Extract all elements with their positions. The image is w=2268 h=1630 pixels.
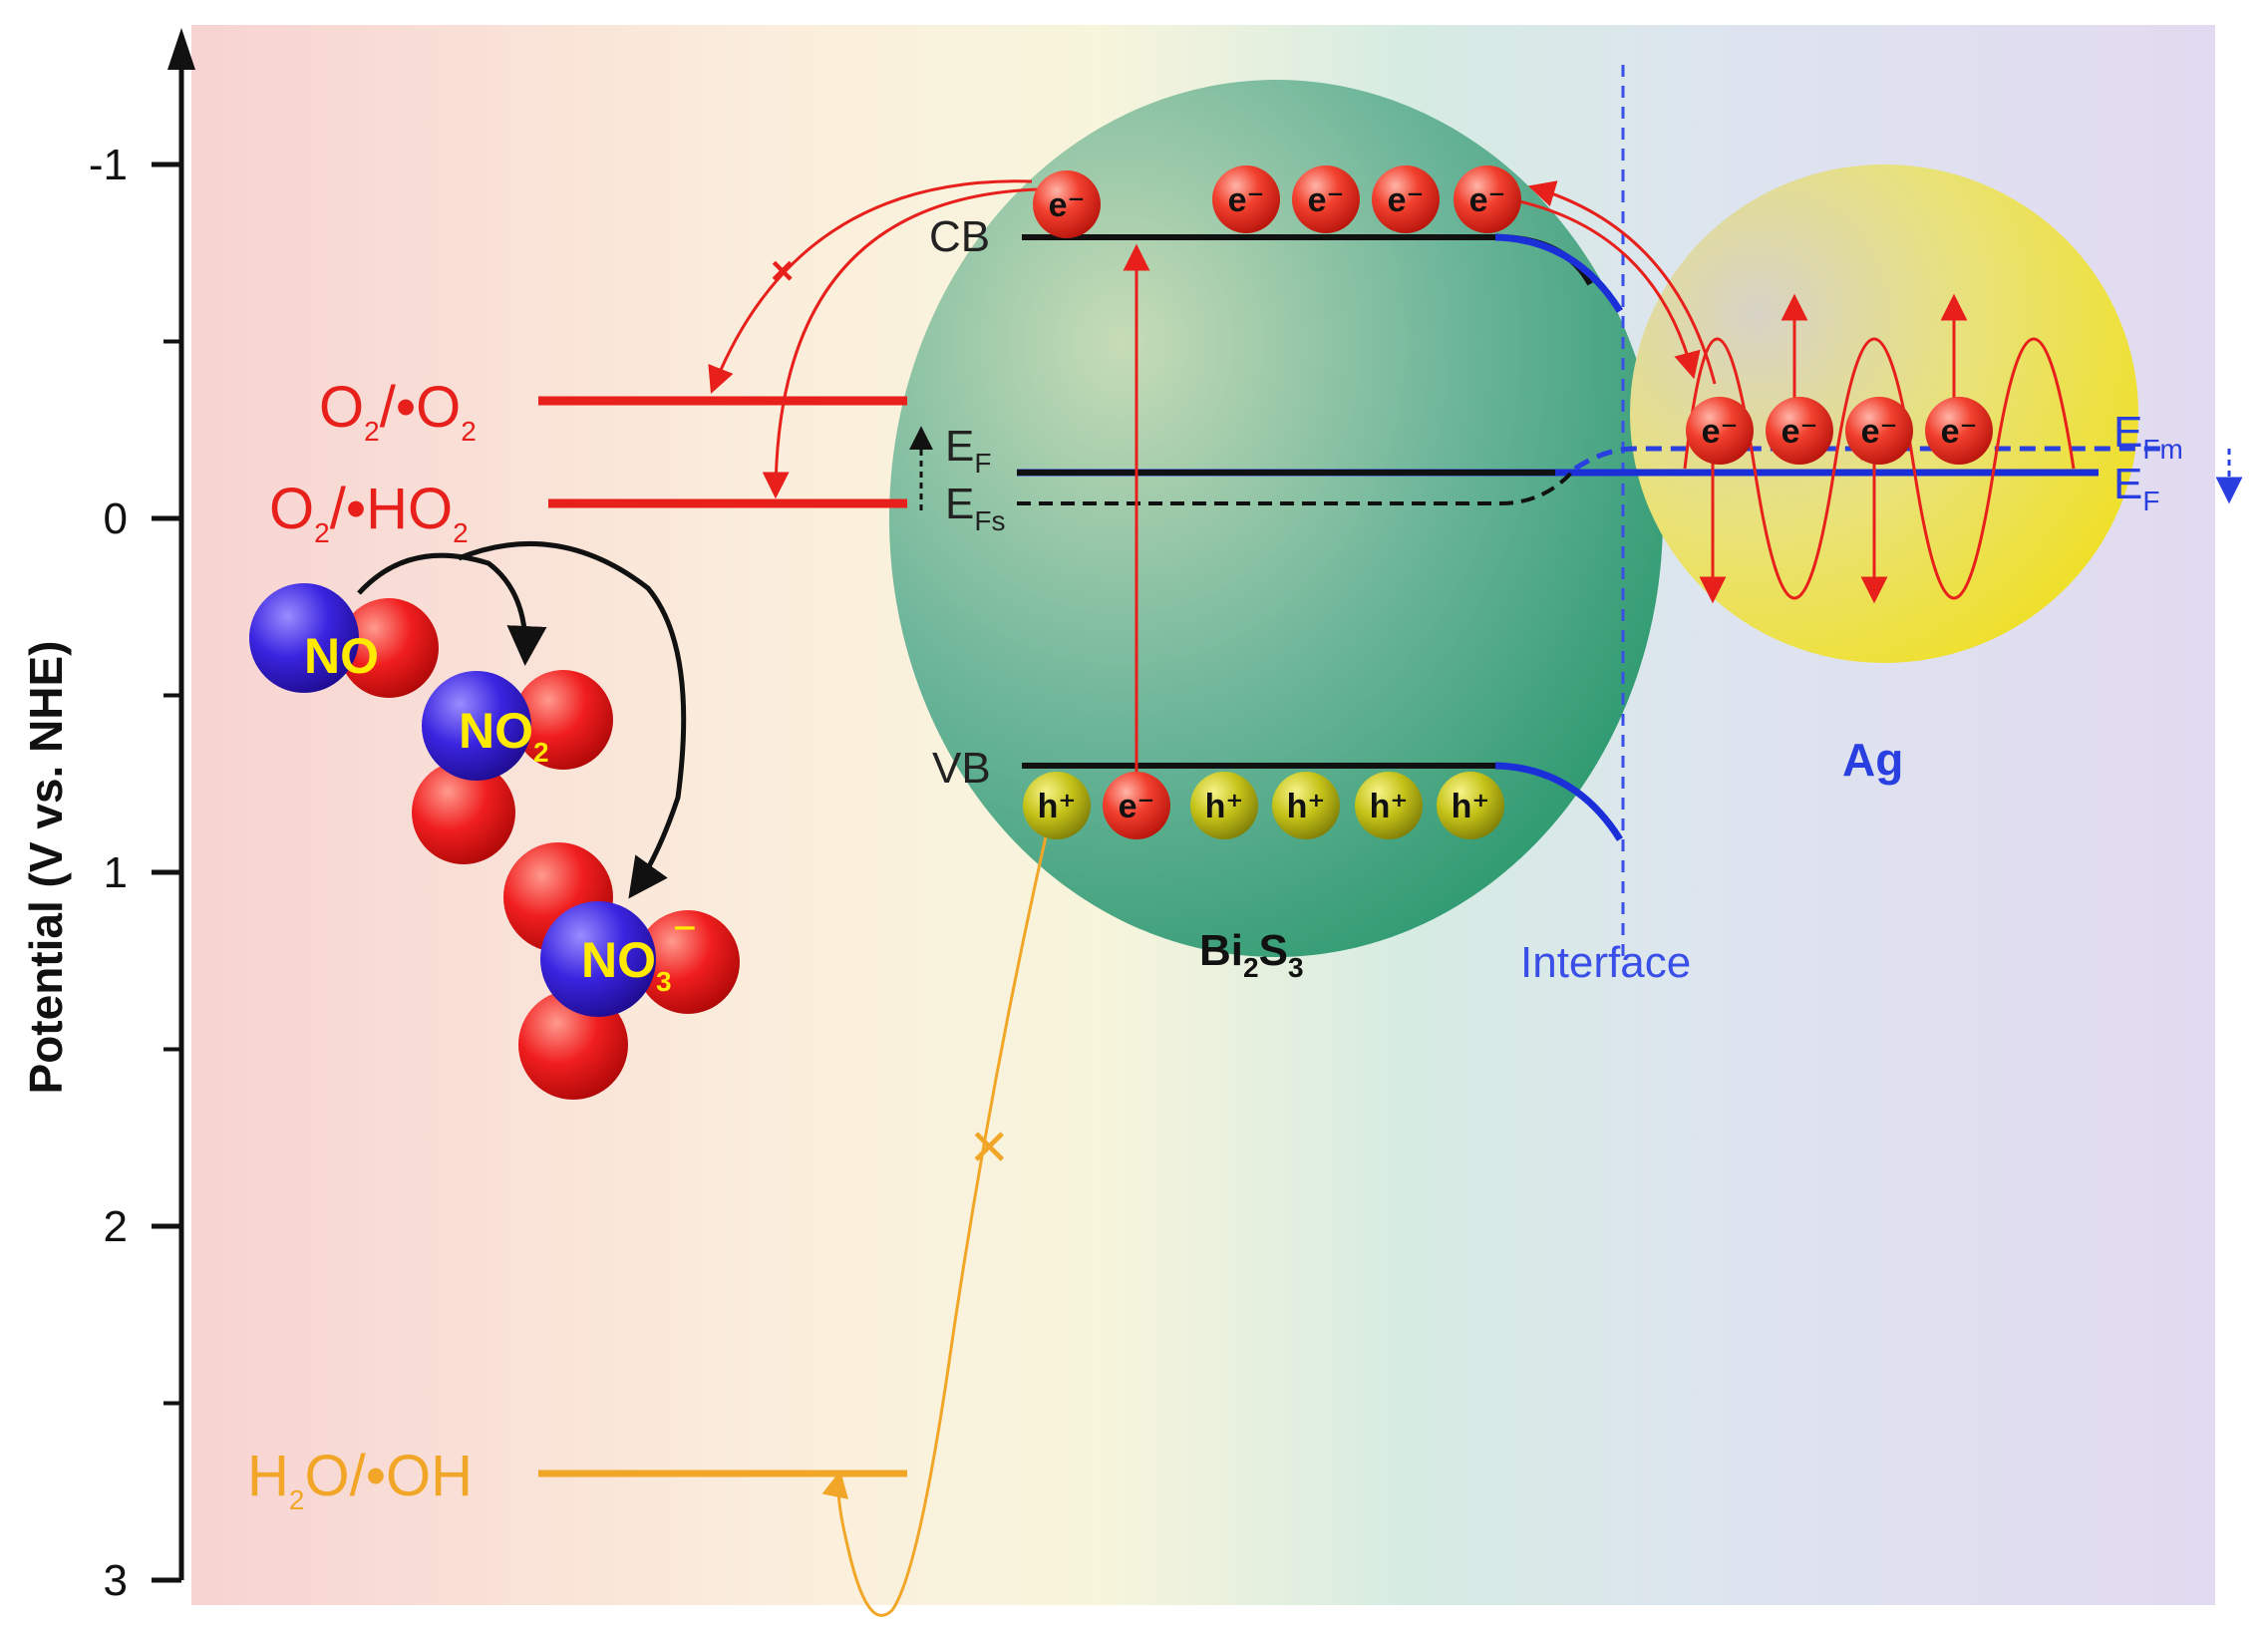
vb-hole: h⁺ <box>1272 772 1340 839</box>
efm-line <box>1573 446 2163 472</box>
tick-label: 3 <box>104 1556 128 1605</box>
hole-symbol: h⁺ <box>1370 788 1409 825</box>
electron-sphere <box>1292 165 1360 233</box>
vb-hole: h⁺ <box>1023 772 1091 839</box>
electron-sphere <box>1454 165 1521 233</box>
electron-sphere <box>1925 397 1993 465</box>
tick-label: 0 <box>104 494 128 543</box>
o2-hydroperoxyl-label: O2/•HO2 <box>269 477 469 548</box>
electron-symbol: e⁻ <box>1308 181 1345 219</box>
hole-symbol: h⁺ <box>1287 788 1326 825</box>
electron-symbol: e⁻ <box>1782 413 1818 451</box>
electron-sphere <box>1766 397 1833 465</box>
blocked-transfer-mark: × <box>771 249 794 293</box>
ag-electron: e⁻ <box>1686 397 1754 465</box>
electron-symbol: e⁻ <box>1861 413 1898 451</box>
hole-sphere <box>1272 772 1340 839</box>
hole-symbol: h⁺ <box>1038 788 1077 825</box>
cb-band-bending <box>1494 233 1623 313</box>
axis-title: Potential (V vs. NHE) <box>20 641 72 1095</box>
hole-sphere <box>1355 772 1423 839</box>
hole-sphere <box>1023 772 1091 839</box>
ag-label: Ag <box>1842 734 1903 786</box>
electron-symbol: e⁻ <box>1228 181 1265 219</box>
electron-to-superoxide-arrow <box>708 179 1033 395</box>
vb-hole: h⁺ <box>1355 772 1423 839</box>
bi2s3-label: Bi2S3 <box>1199 926 1304 983</box>
electron-sphere <box>1372 165 1440 233</box>
efm-label: EFm <box>2113 408 2183 465</box>
vb-electron: e⁻ <box>1103 772 1170 839</box>
electron-to-hydroperoxyl-arrow <box>762 187 1038 499</box>
ef-label: EF <box>945 422 991 479</box>
no3-label: NO3⁻ <box>581 908 698 997</box>
hole-symbol: h⁺ <box>1452 788 1490 825</box>
cb-to-ag-arrow <box>1509 197 1701 380</box>
electron-symbol: e⁻ <box>1702 413 1739 451</box>
cb-electron: e⁻ <box>1372 165 1440 233</box>
cb-electron: e⁻ <box>1292 165 1360 233</box>
hole-symbol: h⁺ <box>1205 788 1244 825</box>
water-hydroxyl-label: H2O/•OH <box>247 1444 473 1515</box>
ef-ag-label: EF <box>2113 460 2159 516</box>
cb-label: CB <box>929 212 990 261</box>
vb-hole: h⁺ <box>1190 772 1258 839</box>
no2-molecule: NO2 <box>412 670 613 864</box>
efs-label: EFs <box>945 480 1005 536</box>
vb-hole: h⁺ <box>1437 772 1504 839</box>
no-molecule: NO <box>249 583 439 698</box>
interface-label: Interface <box>1520 938 1691 987</box>
tick-label: 2 <box>104 1202 128 1251</box>
electron-sphere <box>1686 397 1754 465</box>
electron-symbol: e⁻ <box>1941 413 1978 451</box>
no-to-no3-arrow <box>458 541 687 899</box>
cb-electron-isolated: e⁻ <box>1033 170 1101 238</box>
cb-electron: e⁻ <box>1212 165 1280 233</box>
ag-electron: e⁻ <box>1766 397 1833 465</box>
efs-line <box>1017 467 1577 505</box>
y-axis: -1 0 1 2 3 Potential (V vs. NHE) <box>20 28 195 1605</box>
electron-symbol: e⁻ <box>1049 186 1086 224</box>
hole-sphere <box>1437 772 1504 839</box>
electron-sphere <box>1212 165 1280 233</box>
no-to-no2-arrow <box>357 552 547 666</box>
ag-to-cb-arrow <box>1527 180 1717 385</box>
vb-band-bending <box>1494 762 1623 841</box>
no3-molecule: NO3⁻ <box>503 842 740 1100</box>
electron-symbol: e⁻ <box>1388 181 1425 219</box>
ag-electron: e⁻ <box>1845 397 1913 465</box>
hole-to-water-path <box>821 831 1049 1617</box>
electron-symbol: e⁻ <box>1469 181 1506 219</box>
ag-electron: e⁻ <box>1925 397 1993 465</box>
vb-label: VB <box>932 744 991 793</box>
electron-sphere <box>1845 397 1913 465</box>
hole-sphere <box>1190 772 1258 839</box>
electron-symbol: e⁻ <box>1119 788 1155 825</box>
blocked-hole-mark: × <box>970 1109 1009 1182</box>
cb-electron: e⁻ <box>1454 165 1521 233</box>
electron-sphere <box>1033 170 1101 238</box>
no-label: NO <box>304 628 379 684</box>
tick-label: -1 <box>89 141 128 189</box>
carriers-group: e⁻ e⁻ e⁻ e⁻ e⁻ e⁻ e⁻ e⁻ e⁻ h⁺ e⁻ h⁺ h⁺ h⁺ h⁺ <box>1023 165 1993 839</box>
o2-superoxide-label: O2/•O2 <box>319 375 477 447</box>
tick-label: 1 <box>104 848 128 897</box>
no2-label: NO2 <box>459 703 549 768</box>
bi2s3-particle <box>889 80 1663 957</box>
electron-sphere <box>1103 772 1170 839</box>
